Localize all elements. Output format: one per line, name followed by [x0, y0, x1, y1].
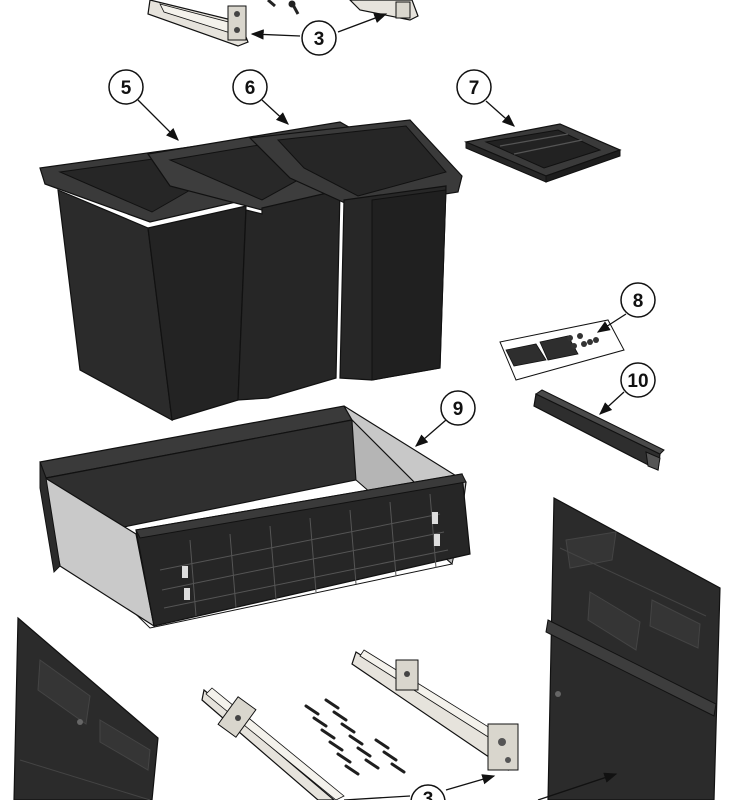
- screws: [304, 698, 406, 776]
- connector-bar: [533, 389, 665, 471]
- callout-5: 5: [108, 69, 179, 141]
- callout-label: 8: [633, 291, 644, 312]
- screws: [267, 0, 300, 15]
- callout-label: 6: [245, 78, 256, 99]
- callout-label: 3: [314, 29, 325, 50]
- callout-label: 7: [469, 78, 480, 99]
- runner-rails-bottom: [201, 649, 519, 800]
- callout-label: 9: [453, 399, 464, 420]
- callout-3-top: 3: [250, 13, 388, 56]
- drawer-frame: [39, 405, 471, 629]
- callout-label: 5: [121, 78, 132, 99]
- callout-label: 3: [423, 789, 434, 800]
- runner-rails-top: [147, 0, 419, 47]
- callout-8: 8: [596, 282, 656, 333]
- label-sheet: [499, 319, 625, 381]
- callout-7: 7: [456, 69, 515, 127]
- front-panel-right: [545, 497, 721, 800]
- callout-6: 6: [232, 69, 289, 125]
- lid-tray: [463, 123, 622, 183]
- callout-10: 10: [599, 362, 656, 415]
- callout-3-bottom: 3: [343, 772, 618, 800]
- bin-small: [248, 119, 463, 381]
- callout-9: 9: [415, 390, 476, 447]
- bin-large: [39, 139, 263, 422]
- front-panel-left: [13, 616, 159, 800]
- callout-label: 10: [627, 371, 648, 392]
